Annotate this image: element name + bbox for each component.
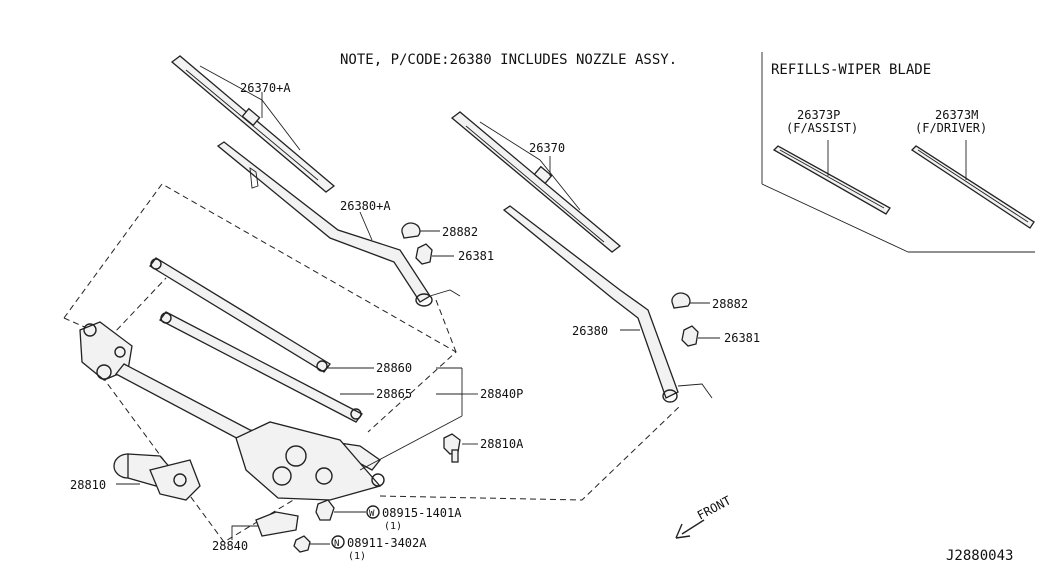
symbol-n: N	[334, 539, 339, 549]
refill-assist	[772, 140, 891, 215]
nut-upper	[415, 243, 454, 265]
label-26373M: 26373M	[935, 108, 978, 122]
arm-driver	[502, 205, 713, 403]
bracket-leader	[231, 525, 258, 540]
label-08911-qty: (1)	[348, 551, 366, 562]
linkage-boundary	[63, 183, 681, 543]
label-26380: 26380	[572, 324, 608, 338]
symbol-w: W	[369, 509, 375, 519]
label-28882-upper: 28882	[442, 225, 478, 239]
refills-box: REFILLS-WIPER BLADE	[761, 52, 1035, 253]
label-26381-upper: 26381	[458, 249, 494, 263]
label-28840P: 28840P	[480, 387, 523, 401]
label-08915-1401A: 08915-1401A	[382, 506, 462, 520]
label-26370-A: 26370+A	[240, 81, 291, 95]
cap-upper	[401, 222, 440, 239]
center-bracket	[235, 421, 385, 537]
arm-assist	[216, 141, 461, 307]
label-26370: 26370	[529, 141, 565, 155]
refill-driver	[910, 140, 1035, 229]
label-26373P: 26373P	[797, 108, 840, 122]
link-rod-28865	[159, 311, 374, 423]
label-08915-qty: (1)	[384, 521, 402, 532]
note-text: NOTE, P/CODE:26380 INCLUDES NOZZLE ASSY.	[340, 52, 677, 68]
nut-n: N	[293, 535, 345, 553]
label-f-driver: (F/DRIVER)	[915, 121, 987, 135]
bolt-w: W	[315, 499, 380, 521]
label-28840: 28840	[212, 539, 248, 553]
label-28810: 28810	[70, 478, 106, 492]
label-28865: 28865	[376, 387, 412, 401]
blade-assist	[170, 55, 336, 193]
label-08911-3402A: 08911-3402A	[347, 536, 427, 550]
linkage-leader	[359, 367, 463, 471]
label-28810A: 28810A	[480, 437, 524, 451]
wiper-motor	[113, 453, 201, 501]
pivot-left	[79, 321, 133, 381]
front-arrow-icon	[675, 519, 705, 539]
link-rod-28860	[149, 257, 374, 373]
label-f-assist: (F/ASSIST)	[786, 121, 858, 135]
nut-lower	[681, 325, 720, 347]
bolt-28810A	[443, 433, 478, 463]
label-26381-lower: 26381	[724, 331, 760, 345]
cap-lower	[671, 292, 710, 309]
blade-driver	[450, 111, 622, 253]
refills-title: REFILLS-WIPER BLADE	[771, 62, 931, 78]
label-28882-lower: 28882	[712, 297, 748, 311]
label-28860: 28860	[376, 361, 412, 375]
front-label: FRONT	[695, 493, 733, 522]
label-26380-A: 26380+A	[340, 199, 391, 213]
diagram-id: J2880043	[946, 548, 1013, 564]
